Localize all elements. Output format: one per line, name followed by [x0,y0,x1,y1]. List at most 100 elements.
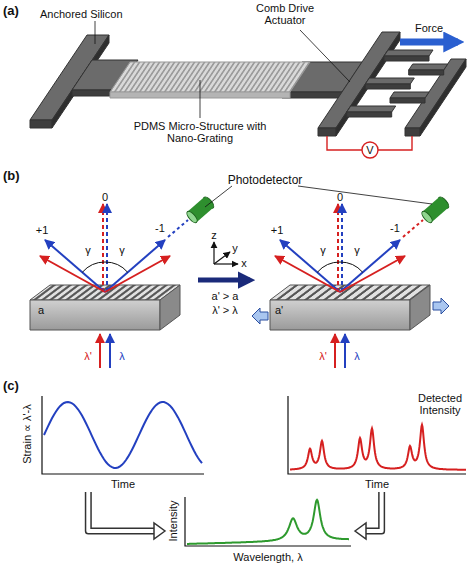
light-ray [337,204,339,292]
comb-drive [384,56,429,61]
comb-drive [318,128,336,136]
light-ray [109,334,111,368]
plot-axis [42,396,204,474]
order-label: -1 [390,222,400,234]
comb-drive [405,128,420,136]
grating-block [160,285,180,330]
angle-label: γ [354,244,360,256]
force-arrow [400,39,458,46]
signal-curve [290,425,466,470]
period-label: a' [275,304,283,316]
part-name: PDMS Micro-Structure with Nano-Grating [130,120,270,144]
angle-arc [105,262,128,272]
order-label: 0 [102,191,108,203]
leader-line [298,186,432,204]
leader-line [300,30,350,82]
grating-block [270,285,430,330]
leader-line [95,21,350,118]
pdms-grating-strip [110,62,310,92]
signal-curve [187,500,349,544]
voltage-source [327,136,412,158]
axis-triad [213,242,214,264]
grating-block [410,285,430,330]
light-ray [275,256,340,292]
flow-arrow [88,492,165,539]
stretch-arrow [252,308,268,324]
transition-arrow [198,278,250,283]
light-ray [40,204,423,368]
relation-label: a' > a [212,290,239,302]
angle-label: γ [320,244,326,256]
part-name: Photodetector [228,173,303,187]
shuttle-arm [282,92,342,98]
pdms-grating-strip [110,62,310,98]
voltage-label: V [366,144,373,156]
angle-arc [82,262,105,272]
axis-title: Time [111,478,135,490]
comb-drive [409,70,444,75]
panel-letter: (a) [3,3,19,18]
anchored-silicon [30,120,52,128]
arrow-body [88,492,154,531]
wavelength-label: λ [119,350,125,362]
angle-label: γ [85,244,91,256]
stretch-arrow [252,298,449,324]
angle-arc [82,262,362,272]
arrow-body [366,492,382,531]
photodetector-symbol [185,210,199,225]
axis-title: Wavelength, λ [233,551,302,563]
light-ray [99,334,101,368]
part-name: Comb Drive Actuator [245,2,325,26]
light-ray [344,334,346,368]
axis-label: y [232,242,238,254]
comb-drive [347,106,396,112]
arrow-body [88,492,154,531]
wavelength-label: λ' [319,350,327,362]
light-ray [340,256,405,292]
relation-label: λ' > λ [212,304,238,316]
comb-drive [390,98,425,103]
arrow-body [366,492,382,531]
arrow-head [154,523,165,539]
light-ray [341,204,343,292]
photodetector-symbol [185,195,215,224]
axis-title: Strain ∝ λ'-λ [21,404,33,463]
comb-drive [347,112,392,117]
axis-triad [214,263,238,264]
comb-drive [318,32,466,136]
light-ray [106,204,108,292]
photodetector-symbol [420,210,434,225]
axis-triad [214,242,238,264]
light-ray [105,240,165,292]
grating-block [270,300,410,330]
axis-title: Time [365,478,389,490]
comb-drive [365,84,410,89]
order-label: -1 [155,222,165,234]
plot-graphic [18,392,208,492]
order-label: +1 [271,224,284,236]
order-label: 0 [337,191,343,203]
axis-label: x [241,257,247,269]
plot-panel: IntensityWavelength, λ [165,494,355,568]
comb-drive [409,64,448,70]
light-ray [280,240,340,292]
light-ray [340,240,400,292]
leader-line [205,186,232,207]
leader-line [205,186,432,207]
light-ray [102,204,104,292]
force-label: Force [415,22,443,34]
wavelength-label: λ [354,350,360,362]
axis-title: Intensity [167,501,179,542]
arrow-head [355,523,366,539]
light-ray [40,256,105,292]
grating-block [30,285,180,300]
angle-arc [317,262,340,272]
panel-letter: (b) [3,168,20,183]
signal-curve [44,402,202,468]
grating-block [30,300,160,330]
comb-drive [384,50,433,56]
flow-arrow [355,492,382,539]
voltage-source [362,142,378,158]
